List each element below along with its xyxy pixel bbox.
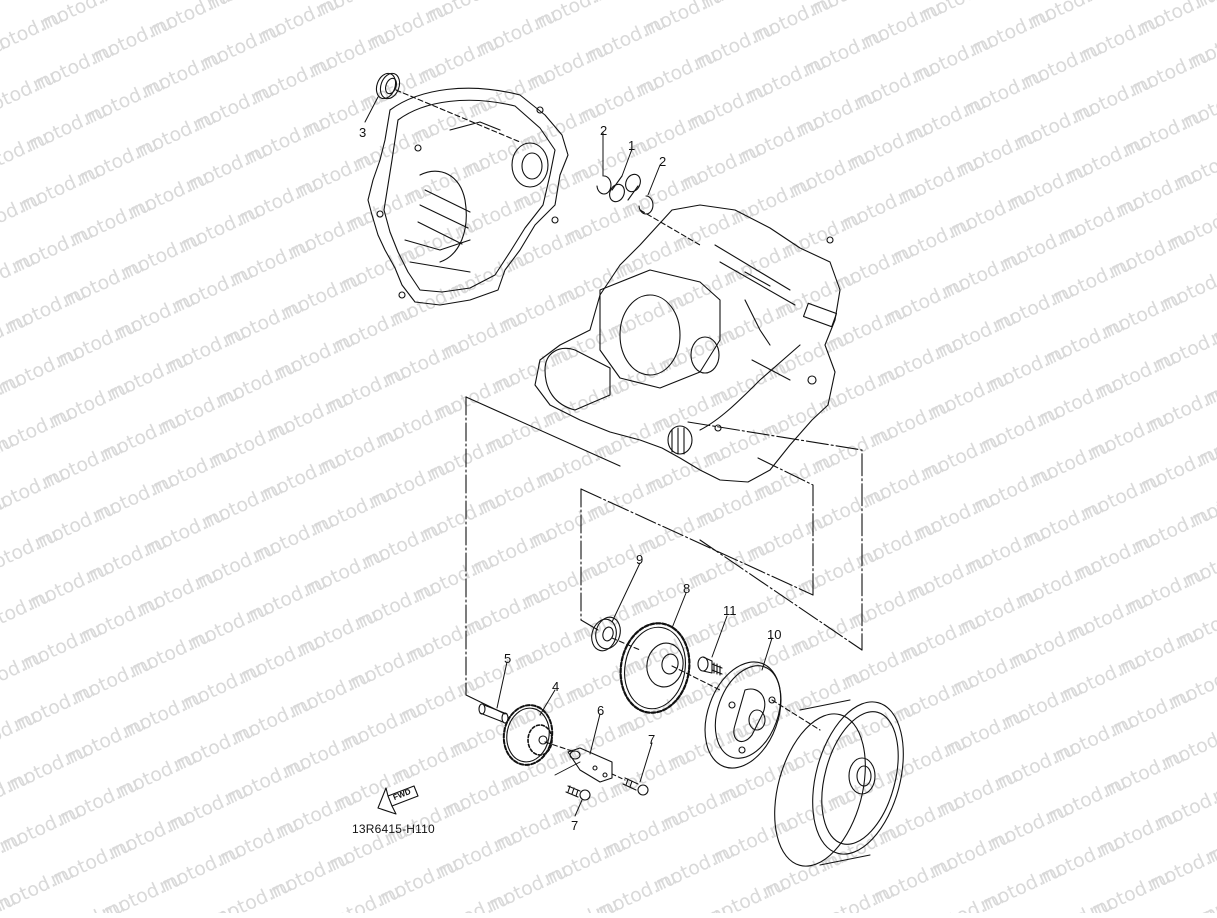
- callout-11: 11: [723, 604, 737, 617]
- rotor-drum: [759, 692, 919, 876]
- callout-5: 5: [504, 652, 511, 665]
- bolt-part-11: [698, 657, 722, 675]
- oil-seal-part-3: [373, 71, 403, 102]
- screw-part-7b: [623, 778, 648, 795]
- callout-8: 8: [683, 582, 690, 595]
- callout-9: 9: [636, 553, 643, 566]
- callout-leaders: [365, 97, 772, 816]
- callout-4: 4: [552, 680, 559, 693]
- alignment-frame-inner: [581, 458, 813, 630]
- callout-2b: 2: [659, 155, 666, 168]
- callout-7b: 7: [571, 819, 578, 832]
- starter-clutch-part-10: [691, 651, 794, 778]
- circlip-part-2b: [639, 196, 653, 214]
- crankcase-cover: [368, 88, 568, 305]
- callout-1: 1: [628, 139, 635, 152]
- idle-gear-part-8: [614, 618, 697, 718]
- idle-gear-part-4: [499, 701, 557, 768]
- washer-part-9: [588, 614, 623, 653]
- screw-part-7a: [566, 786, 590, 800]
- engine-crankcase: [535, 205, 840, 482]
- shaft-part-5: [479, 704, 508, 723]
- diagram-code: 13R6415-H110: [352, 822, 435, 836]
- circlip-part-2a: [597, 176, 611, 194]
- callout-7a: 7: [648, 733, 655, 746]
- callout-3: 3: [359, 126, 366, 139]
- callout-2a: 2: [600, 124, 607, 137]
- alignment-frame-outer: [466, 397, 862, 714]
- collar-part-1: [607, 172, 643, 204]
- callout-10: 10: [767, 628, 781, 641]
- callout-6: 6: [597, 704, 604, 717]
